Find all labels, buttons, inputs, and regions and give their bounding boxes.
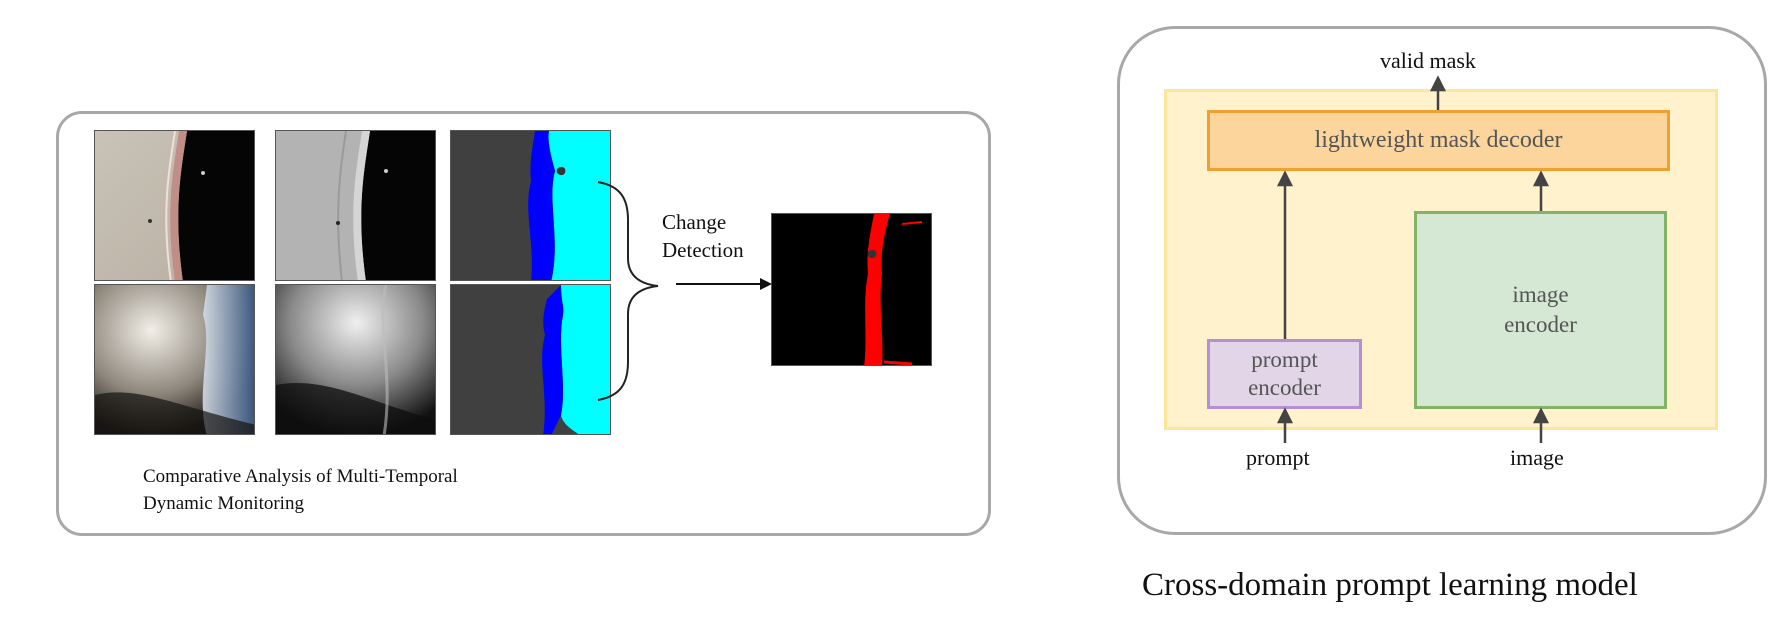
lightweight-mask-decoder-box: lightweight mask decoder — [1207, 110, 1670, 171]
rgb-image-t1 — [94, 130, 255, 281]
segmentation-mask-t2 — [450, 284, 611, 435]
image-encoder-label-1: image — [1512, 282, 1569, 307]
image-encoder-box: image encoder — [1414, 211, 1667, 409]
decoder-label: lightweight mask decoder — [1314, 127, 1563, 153]
left-panel — [56, 111, 991, 536]
prompt-input-label: prompt — [1246, 445, 1310, 470]
change-detection-result — [771, 213, 932, 366]
image-input-label: image — [1510, 445, 1564, 470]
prompt-encoder-box: prompt encoder — [1207, 339, 1362, 409]
gray-image-t1 — [275, 130, 436, 281]
segmentation-mask-t1 — [450, 130, 611, 281]
right-panel-title: Cross-domain prompt learning model — [1142, 567, 1638, 603]
change-detection-label: Change Detection — [662, 210, 744, 262]
right-panel — [1117, 26, 1767, 535]
rgb-image-t2 — [94, 284, 255, 435]
prompt-encoder-label-1: prompt — [1251, 347, 1318, 372]
valid-mask-label: valid mask — [1380, 48, 1476, 73]
gray-image-t2 — [275, 284, 436, 435]
left-panel-caption: Comparative Analysis of Multi-Temporal D… — [143, 466, 458, 514]
prompt-encoder-label-2: encoder — [1248, 375, 1321, 400]
image-encoder-label-2: encoder — [1504, 312, 1577, 337]
